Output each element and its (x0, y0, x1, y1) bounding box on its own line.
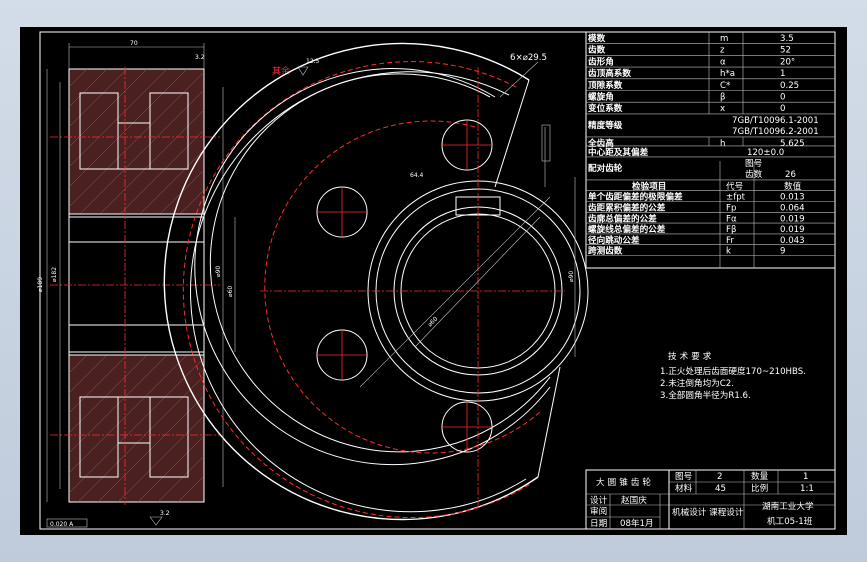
param-value: 7GB/T10096.2-2001 (732, 127, 819, 137)
school-name: 湖南工业大学 (762, 500, 814, 512)
inspect-symbol: Fα (726, 214, 737, 224)
note-mark: 其余 (272, 65, 290, 77)
param-name: 配对齿轮 (588, 162, 623, 174)
param-symbol: α (720, 57, 726, 67)
tech-req-line-1: 1.正火处理后齿面硬度170~210HBS. (660, 365, 806, 377)
svg-text:3.2: 3.2 (160, 510, 170, 517)
param-symbol: β (720, 93, 726, 103)
param-name: 变位系数 (588, 102, 623, 114)
class-name: 机工05-1班 (767, 515, 813, 527)
parameter-table: 模数 m 3.5 齿数 z 52 齿形角 α 20° 齿顶高系数 h*a 1 顶隙系数 C* 0.25 螺旋角… (585, 31, 836, 269)
inspect-symbol: Fp (726, 204, 736, 214)
drawing-canvas[interactable]: 70 ⌀189 ⌀182 ⌀90 ⌀60 3.2 0.020 A 3.2 其余 … (20, 27, 847, 535)
param-symbol: h (720, 139, 725, 149)
svg-text:3.2: 3.2 (195, 54, 205, 61)
param-value: 5.625 (780, 139, 805, 149)
inspect-name: 径向跳动公差 (588, 234, 640, 246)
inspect-value: 0.043 (780, 236, 805, 246)
inspect-symbol: Fβ (726, 225, 736, 235)
svg-text:⌀90: ⌀90 (568, 271, 575, 282)
inspect-value: 0.064 (780, 204, 805, 214)
inspect-name: 螺旋线总偏差的公差 (588, 223, 666, 235)
hole-label: 6×⌀29.5 (510, 53, 547, 63)
inspect-name: 齿廓总偏差的公差 (588, 212, 657, 224)
quantity: 1 (803, 472, 808, 482)
designer: 赵国庆 (621, 494, 647, 506)
inspect-value: 9 (780, 247, 785, 257)
material-label: 材料 (675, 482, 693, 494)
param-value: 20° (780, 57, 795, 67)
inspect-header: 检验项目 (632, 180, 666, 192)
param-value: 3.5 (780, 34, 794, 44)
drawing-no: 2 (717, 472, 722, 482)
param-name: 齿形角 (588, 55, 614, 67)
param-value: 52 (780, 46, 791, 56)
svg-text:64.4: 64.4 (410, 172, 424, 179)
review-label: 审阅 (590, 505, 607, 517)
svg-text:⌀189: ⌀189 (37, 277, 44, 292)
tech-req-line-3: 3.全部圆角半径为R1.6. (660, 389, 751, 401)
material: 45 (715, 484, 726, 494)
inspect-value: 0.019 (780, 214, 805, 224)
inspect-name: 齿距累积偏差的公差 (588, 202, 666, 214)
inspect-header: 代号 (726, 181, 743, 192)
param-value: 0 (780, 93, 785, 103)
svg-text:⌀90: ⌀90 (215, 266, 222, 277)
param-name: 中心距及其偏差 (588, 146, 649, 158)
tech-req-title: 技术要求 (668, 350, 714, 362)
quantity-label: 数量 (751, 470, 769, 482)
svg-text:0.020 A: 0.020 A (50, 521, 74, 528)
inspect-symbol: k (726, 247, 731, 257)
param-symbol: C* (720, 81, 731, 91)
inspect-name: 跨测齿数 (588, 245, 623, 257)
param-symbol: m (720, 34, 728, 44)
drawing-no-label: 图号 (675, 471, 692, 482)
param-value: 0 (780, 104, 785, 114)
inspect-value: 0.013 (780, 193, 805, 203)
inspect-name: 单个齿距偏差的极限偏差 (588, 191, 683, 203)
technical-requirements: 技术要求 1.正火处理后齿面硬度170~210HBS. 2.未注倒角均为C2. … (660, 350, 806, 401)
param-sub: 图号 (745, 158, 762, 169)
gear-front-view: 6×⌀29.5 ⌀60 64.4 ⌀90 (163, 42, 589, 521)
inspect-symbol: Fr (726, 236, 734, 246)
scale: 1:1 (800, 484, 814, 494)
param-name: 齿顶高系数 (588, 67, 631, 79)
param-symbol: h*a (720, 69, 735, 79)
date: 08年1月 (620, 517, 654, 529)
param-name: 精度等级 (588, 119, 623, 131)
param-name: 螺旋角 (588, 91, 614, 103)
param-value: 1 (780, 69, 785, 79)
param-symbol: x (720, 104, 725, 114)
param-name: 全齿高 (587, 137, 614, 149)
param-value: 26 (785, 170, 796, 180)
param-symbol: z (720, 46, 725, 56)
drawing-border (39, 31, 836, 530)
svg-text:⌀60: ⌀60 (426, 315, 439, 328)
param-value: 0.25 (780, 81, 799, 91)
param-name: 齿数 (588, 44, 606, 56)
scale-label: 比例 (751, 482, 768, 494)
param-name: 模数 (588, 32, 606, 44)
param-sub: 齿数 (745, 168, 763, 180)
tech-req-line-2: 2.未注倒角均为C2. (660, 377, 734, 389)
inspect-header: 数值 (784, 180, 802, 192)
svg-text:70: 70 (130, 40, 138, 47)
design-label: 设计 (590, 494, 608, 506)
gear-section-view: 70 ⌀189 ⌀182 ⌀90 ⌀60 3.2 0.020 A 3.2 (37, 40, 236, 528)
part-name: 大圆锥齿轮 (596, 476, 654, 488)
svg-text:⌀60: ⌀60 (227, 286, 234, 297)
param-value: 120±0.0 (747, 148, 784, 158)
inspect-symbol: ±fpt (726, 193, 746, 203)
gear-drawing: 70 ⌀189 ⌀182 ⌀90 ⌀60 3.2 0.020 A 3.2 其余 … (37, 31, 836, 530)
param-name: 顶隙系数 (588, 79, 623, 91)
param-value: 7GB/T10096.1-2001 (732, 116, 819, 126)
title-block: 大圆锥齿轮 图号 2 数量 1 材料 45 比例 1:1 设计 赵国庆 审阅 日… (585, 469, 836, 530)
course-name: 机械设计 课程设计 (672, 506, 744, 518)
date-label: 日期 (590, 518, 607, 529)
svg-text:⌀182: ⌀182 (51, 267, 58, 282)
inspect-value: 0.019 (780, 225, 805, 235)
